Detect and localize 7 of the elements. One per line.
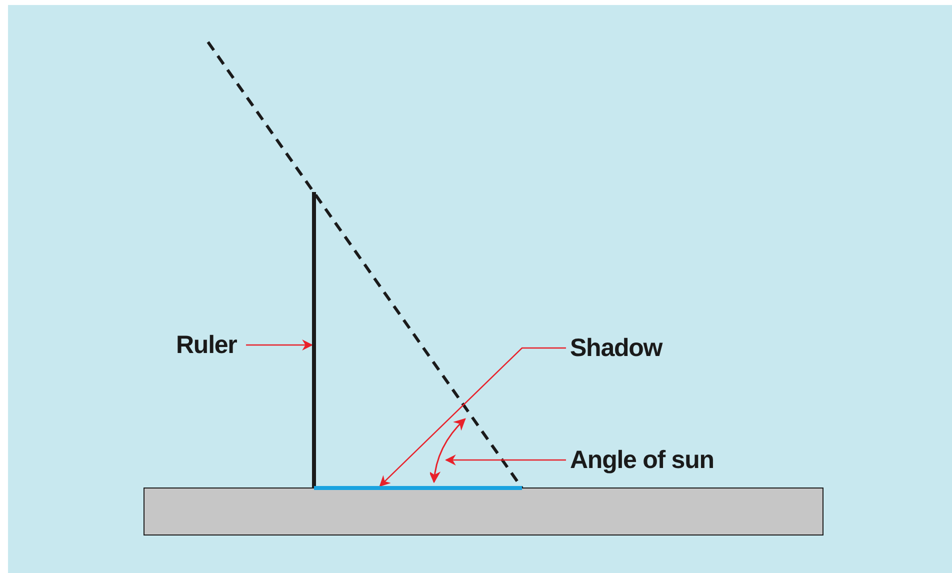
ruler bbox=[312, 192, 316, 488]
callout-label: Shadow bbox=[570, 336, 662, 360]
callout-label: Ruler bbox=[176, 332, 237, 358]
callout-label: Angle of sun bbox=[570, 448, 714, 472]
leader-line bbox=[444, 454, 566, 466]
leader-line bbox=[246, 340, 314, 350]
leader-line bbox=[379, 347, 566, 487]
